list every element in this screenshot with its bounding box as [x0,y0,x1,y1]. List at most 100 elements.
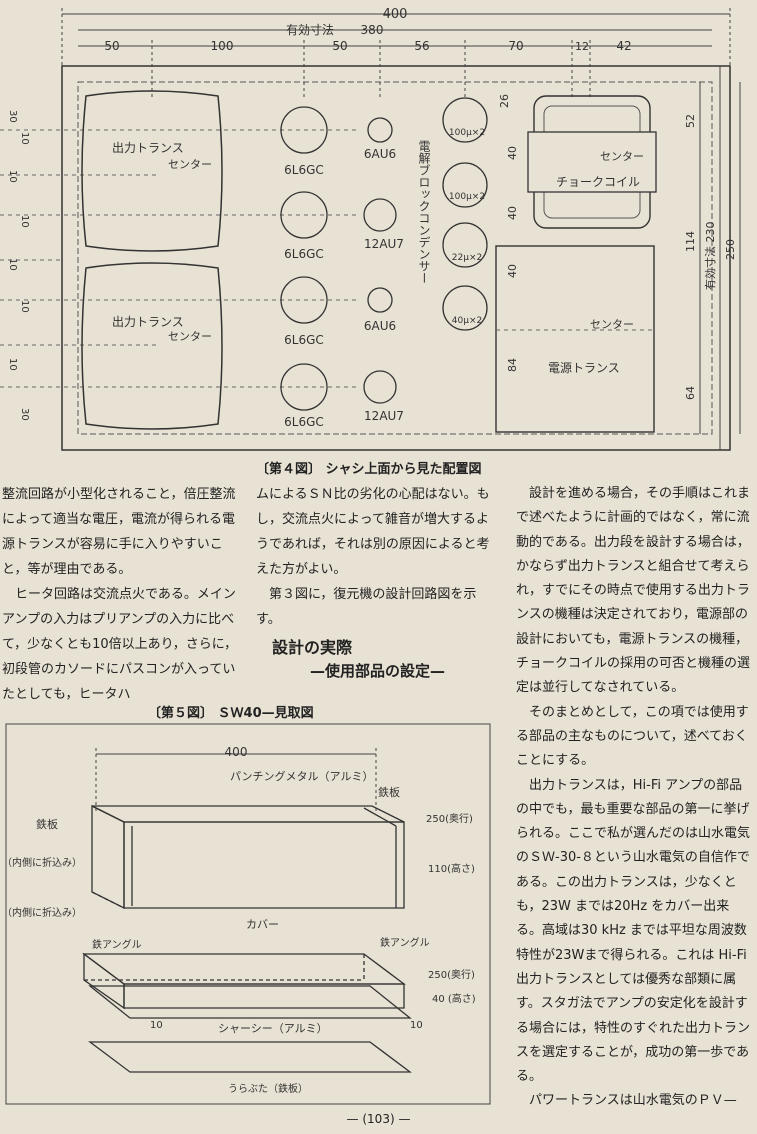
output-transformer-bottom [81,262,223,430]
dim-50b: 50 [332,39,347,53]
center-label: センター [600,150,644,163]
angle-left: 鉄アングル [92,938,142,951]
dim-effective-label: 有効寸法 [286,22,334,37]
cover-label: カバー [246,918,279,931]
back-cover-label: うらぶた（鉄板） [228,1082,308,1095]
ten-right: 10 [410,1020,423,1031]
dim-40c: 40 [506,264,519,278]
effective-area-outline [77,81,713,435]
column-1: 整流回路が小型化されること，倍圧整流によって適当な電圧，電流が得られる電源トラン… [2,482,246,707]
capacitor-label: 40μ×2 [452,316,482,326]
caps-label: 電解ブロックコンデンサー [417,140,431,284]
paragraph: ヒータ回路は交流点火である。メインアンプの入力はプリアンプの入力に比べて，少なく… [2,587,238,702]
left-mark: 10 [7,258,18,271]
output-transformer-top-label: 出力トランス [112,141,184,155]
center-label: センター [168,158,212,171]
output-transformer-bottom-label: 出力トランス [112,315,184,329]
cover-box [91,804,405,910]
dim-40a: 40 [506,146,519,160]
section-subtitle: —使用部品の設定— [310,662,446,680]
dim-12: 12 [575,40,589,53]
dim-84: 84 [506,358,519,372]
paragraph: 第３図に，復元機の設計回路図を示す。 [256,587,477,627]
section-title: 設計の実際 [272,638,353,657]
dim-total-width: 400 [383,7,408,22]
height-top: 110(高さ) [428,862,475,875]
column-3: 設計を進める場合，その手順はこれまで述べたように計画的ではなく，常に流動的である… [516,482,754,1114]
tube-label: 12AU7 [364,237,404,251]
dim-50a: 50 [104,39,119,53]
dim-effective-width: 380 [361,23,384,37]
page-number: — (103) — [346,1112,411,1126]
tube-socket [367,117,393,143]
tube-socket [280,106,328,154]
dim-42: 42 [616,39,631,53]
paragraph: 整流回路が小型化されること，倍圧整流によって適当な電圧，電流が得られる電源トラン… [2,487,236,577]
fig5-width-dim: 400 [225,745,248,759]
tube-label: 12AU7 [364,409,404,423]
dim-114: 114 [684,231,697,252]
output-transformer-top [81,90,223,252]
left-mark: 10 [7,170,18,183]
tube-label: 6L6GC [284,163,324,177]
paragraph: 出力トランスは，Hi-Fi アンプの部品の中でも，最も重要な部品の第一に挙げられ… [516,777,751,1085]
capacitor [442,285,488,331]
left-mark: 30 [7,110,18,123]
dim-64: 64 [684,386,697,400]
tube-socket [363,370,397,404]
iron-plate-right: 鉄板 [378,785,400,799]
column-2: ムによるＳＮ比の劣化の心配はない。もし，交流点火によって雑音が増大するようであれ… [256,482,492,632]
depth-bottom: 250(奥行) [428,968,475,981]
left-mark: 10 [19,215,30,228]
paragraph: パワートランスは山水電気のＰＶ— [529,1093,737,1109]
capacitor [442,222,488,268]
chassis-label: シャーシー（アルミ） [218,1022,328,1035]
figure-4-layout: 400 有効寸法 380 50 100 50 56 70 12 42 30 10… [0,7,741,451]
left-mark: 30 [19,408,30,421]
dim-total-height: 250 [724,239,737,260]
dim-52: 52 [684,114,697,128]
left-mark: 10 [7,358,18,371]
left-mark: 10 [19,132,30,145]
paragraph: ムによるＳＮ比の劣化の心配はない。もし，交流点火によって雑音が増大するようであれ… [256,487,490,577]
paragraph: そのまとめとして，この項では使用する部品の主なものについて，述べておくことにする… [516,704,749,769]
figure-5-drawing: 400 パンチングメタル（アルミ） 鉄板 鉄板 250(奥行) 110(高さ) … [2,723,491,1105]
dim-effective-height: 有効寸法 230 [703,222,717,291]
back-cover [88,1041,412,1073]
choke-label: チョークコイル [556,175,640,189]
dim-56: 56 [414,39,429,53]
figure-5-caption: 〔第５図〕 ＳＷ40—見取図 [148,706,314,721]
capacitor [442,162,488,208]
center-label: センター [590,318,634,331]
dim-70: 70 [508,39,523,53]
capacitor-label: 22μ×2 [452,253,482,263]
chassis-outline [61,65,731,451]
height-bottom: 40 (高さ) [432,992,476,1005]
paragraph: 設計を進める場合，その手順はこれまで述べたように計画的ではなく，常に流動的である… [516,486,751,696]
power-transformer-label: 電源トランス [548,361,620,375]
fold-top: （内側に折込み） [2,856,82,869]
angle-right: 鉄アングル [380,936,430,949]
tube-socket [280,191,328,239]
tube-label: 6L6GC [284,333,324,347]
figure-5-frame [5,723,491,1105]
figure-4-caption: 〔第４図〕 シャシ上面から見た配置図 [256,462,482,477]
tube-label: 6AU6 [364,319,396,333]
left-mark: 10 [19,300,30,313]
tube-label: 6L6GC [284,247,324,261]
dim-40b: 40 [506,206,519,220]
tube-socket [363,198,397,232]
tube-socket [367,287,393,313]
iron-plate-left: 鉄板 [36,817,58,831]
chassis-box [82,952,412,1019]
capacitor-label: 100μ×2 [449,128,485,138]
ten-left: 10 [150,1020,163,1031]
punching-label: パンチングメタル（アルミ） [230,769,373,783]
center-label: センター [168,330,212,343]
power-transformer [495,245,655,433]
tube-label: 6AU6 [364,147,396,161]
tube-socket [280,276,328,324]
fold-bottom: （内側に折込み） [2,906,82,919]
tube-socket [280,363,328,411]
dim-100: 100 [211,39,234,53]
